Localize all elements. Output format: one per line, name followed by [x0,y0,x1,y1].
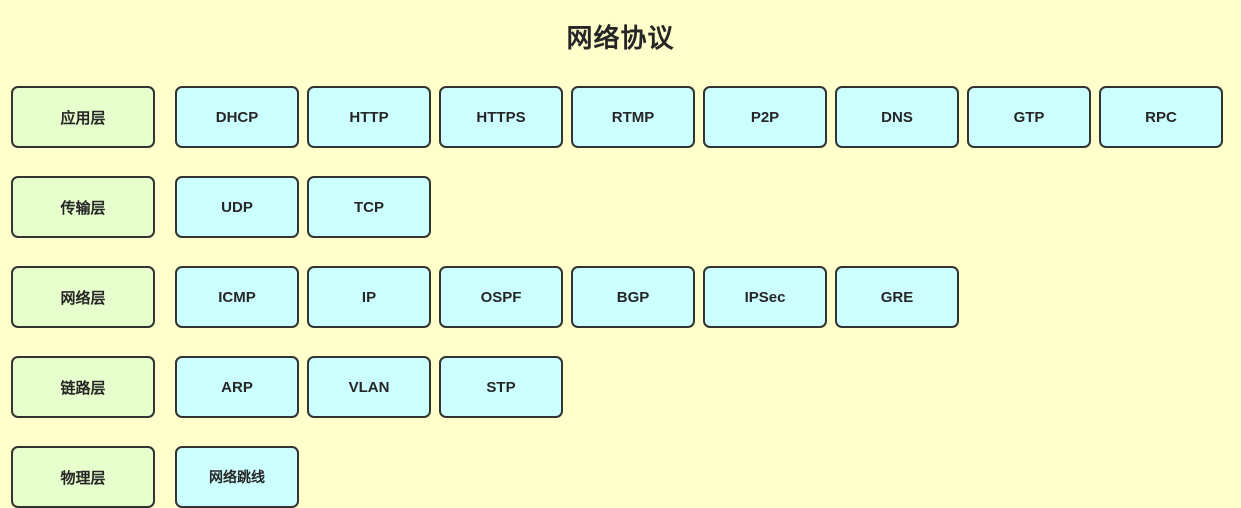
protocol-box-network-patch-cable[interactable]: 网络跳线 [175,446,299,508]
layer-row-transport: 传输层 UDP TCP [11,176,1236,238]
protocol-box-dns[interactable]: DNS [835,86,959,148]
layer-label-application[interactable]: 应用层 [11,86,155,148]
protocol-box-tcp[interactable]: TCP [307,176,431,238]
layer-rows: 应用层 DHCP HTTP HTTPS RTMP P2P DNS GTP RPC… [11,86,1236,508]
protocol-box-arp[interactable]: ARP [175,356,299,418]
layer-row-link: 链路层 ARP VLAN STP [11,356,1236,418]
protocol-box-rtmp[interactable]: RTMP [571,86,695,148]
protocol-list-application: DHCP HTTP HTTPS RTMP P2P DNS GTP RPC [175,86,1236,148]
protocol-box-ipsec[interactable]: IPSec [703,266,827,328]
layer-label-transport[interactable]: 传输层 [11,176,155,238]
protocol-box-gre[interactable]: GRE [835,266,959,328]
protocol-box-http[interactable]: HTTP [307,86,431,148]
protocol-box-ospf[interactable]: OSPF [439,266,563,328]
protocol-box-icmp[interactable]: ICMP [175,266,299,328]
protocol-list-network: ICMP IP OSPF BGP IPSec GRE [175,266,1236,328]
page-title: 网络协议 [566,23,675,53]
protocol-box-rpc[interactable]: RPC [1099,86,1223,148]
protocol-box-stp[interactable]: STP [439,356,563,418]
protocol-list-physical: 网络跳线 [175,446,1236,508]
protocol-box-dhcp[interactable]: DHCP [175,86,299,148]
layer-row-physical: 物理层 网络跳线 [11,446,1236,508]
layer-label-physical[interactable]: 物理层 [11,446,155,508]
protocol-list-transport: UDP TCP [175,176,1236,238]
layer-label-network[interactable]: 网络层 [11,266,155,328]
protocol-box-https[interactable]: HTTPS [439,86,563,148]
protocol-list-link: ARP VLAN STP [175,356,1236,418]
layer-row-application: 应用层 DHCP HTTP HTTPS RTMP P2P DNS GTP RPC [11,86,1236,148]
protocol-box-p2p[interactable]: P2P [703,86,827,148]
protocol-box-gtp[interactable]: GTP [967,86,1091,148]
protocol-box-ip[interactable]: IP [307,266,431,328]
layer-label-link[interactable]: 链路层 [11,356,155,418]
protocol-box-udp[interactable]: UDP [175,176,299,238]
protocol-box-vlan[interactable]: VLAN [307,356,431,418]
protocol-box-bgp[interactable]: BGP [571,266,695,328]
layer-row-network: 网络层 ICMP IP OSPF BGP IPSec GRE [11,266,1236,328]
